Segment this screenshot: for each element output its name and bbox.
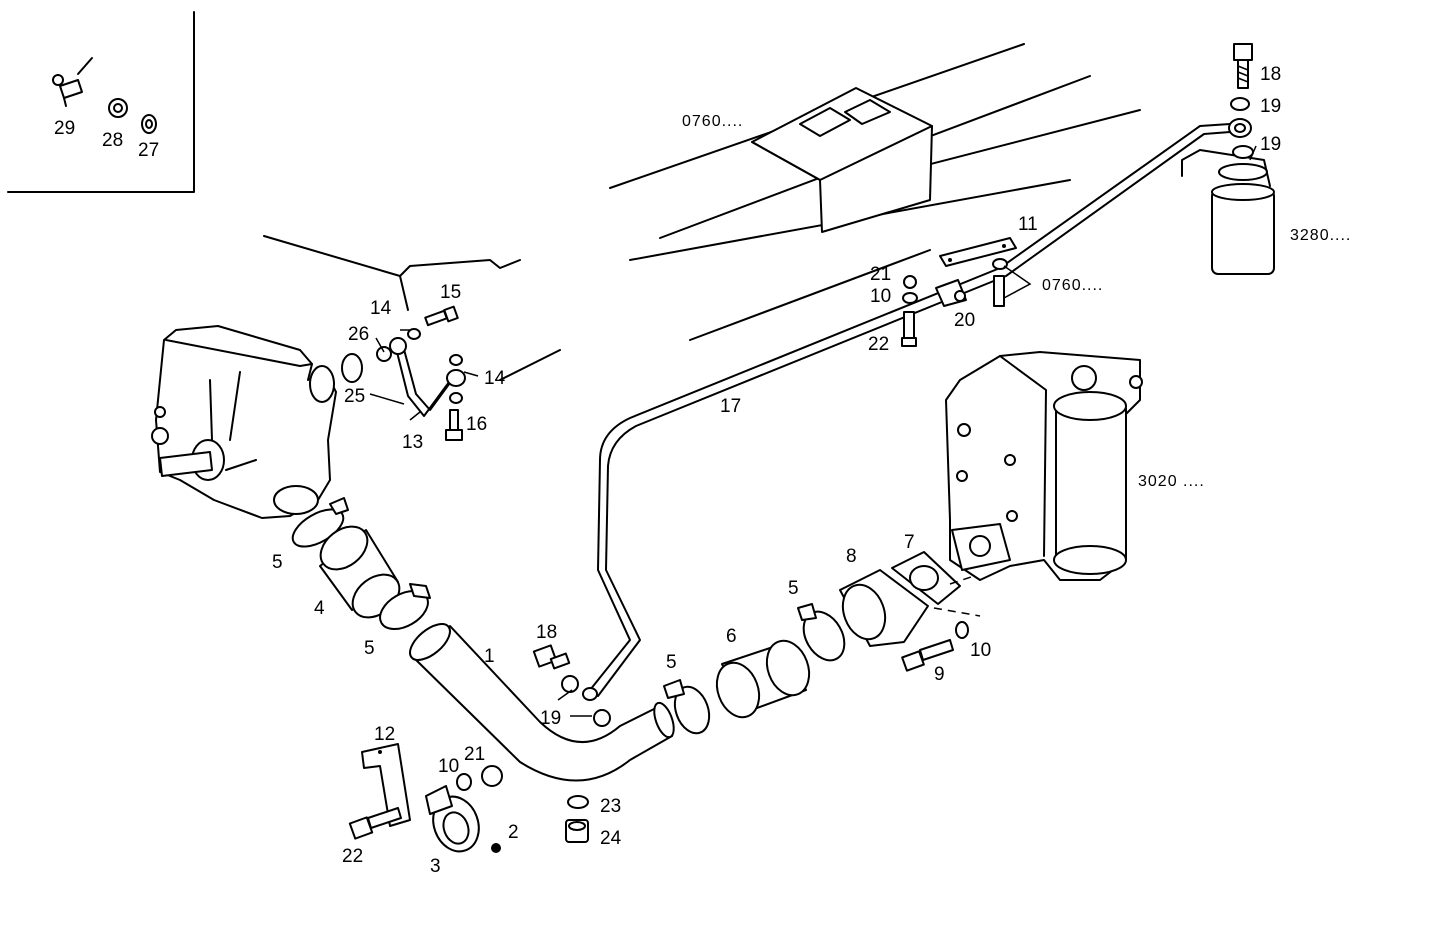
pipe-clip-part [939, 237, 1017, 267]
bolt-0760-part [992, 258, 1008, 307]
callout-3: 3 [430, 856, 441, 877]
hose-clamp-5d-part [797, 603, 846, 662]
callout-13: 13 [402, 432, 423, 453]
callout-28: 28 [102, 130, 123, 151]
hose-clamp-5b-part [379, 583, 431, 630]
callout-19-top: 19 [1260, 96, 1281, 117]
washer-10c-part [456, 773, 472, 791]
callout-24: 24 [600, 828, 622, 849]
assembly-line-b [933, 607, 981, 617]
callout-14-right: 14 [484, 368, 506, 389]
callout-22-bottom: 22 [342, 846, 363, 867]
callout-18-top: 18 [1260, 64, 1281, 85]
bolt-22-part [901, 311, 917, 347]
callout-10-top: 10 [870, 286, 891, 307]
bracket-12-part [361, 743, 411, 827]
inset-nut-part [108, 98, 128, 118]
clip-bracket-part [935, 279, 967, 307]
hose-6-part [715, 639, 811, 719]
callout-labels: 29 28 27 18 19 19 11 21 10 20 22 15 14 2… [54, 64, 1281, 877]
inset-frame [7, 11, 195, 193]
leader-0760b [1003, 265, 1032, 299]
oil-pipe-part [395, 341, 459, 417]
cover-plate-part [751, 87, 933, 233]
washer-part [1230, 97, 1250, 111]
hose-clamp-5c-part [663, 679, 711, 735]
callout-22-top: 22 [868, 334, 889, 355]
hose-clamp-5a-part [291, 497, 349, 548]
washer-10-part [902, 292, 918, 304]
washer-23-part [567, 795, 589, 809]
reference-3280: 3280.... [1290, 227, 1351, 244]
callout-9: 9 [934, 664, 945, 685]
fuel-pipe-part [582, 123, 1231, 701]
callout-5-c: 5 [666, 652, 677, 673]
callout-17: 17 [720, 396, 741, 417]
callout-21-top: 21 [870, 264, 891, 285]
banjo-bolt-15-part [424, 305, 459, 327]
callout-1: 1 [484, 646, 495, 667]
callout-18-low: 18 [536, 622, 557, 643]
flange-8-part [839, 569, 929, 647]
callout-26: 26 [348, 324, 369, 345]
washer-10b-part [955, 621, 969, 639]
callout-10-low: 10 [970, 640, 991, 661]
nut-21b-part [481, 765, 503, 787]
gasket-7-part [891, 551, 961, 605]
callout-19-mid: 19 [1260, 134, 1281, 155]
assembly-line-a [949, 573, 981, 585]
washer-19b-part [561, 675, 579, 693]
water-pipe-part [409, 623, 675, 782]
reference-labels: 0760.... 0760.... 3280.... 3020 .... [682, 113, 1351, 490]
banjo-bolt-part [1233, 43, 1253, 89]
plug-24-part [565, 819, 589, 843]
nut-19c-part [593, 709, 611, 727]
pipe-clamp-3-part [425, 785, 480, 853]
bolt-16-part [445, 409, 463, 441]
reference-0760-right: 0760.... [1042, 277, 1103, 294]
callout-27: 27 [138, 140, 159, 161]
callout-23: 23 [600, 796, 621, 817]
callout-19-low: 19 [540, 708, 561, 729]
bolt-22b-part [348, 807, 402, 840]
washer-14a-part [407, 328, 421, 340]
callout-29: 29 [54, 118, 75, 139]
washer-14b-part [446, 354, 466, 404]
nut-21-part [903, 275, 917, 289]
callout-15: 15 [440, 282, 461, 303]
reference-3020: 3020 .... [1138, 473, 1205, 490]
water-pump-housing-part [151, 325, 337, 519]
hose-4-part [319, 525, 401, 619]
bolt-9-part [901, 639, 954, 672]
reference-0760-top: 0760.... [682, 113, 743, 130]
callout-12: 12 [374, 724, 395, 745]
callout-2: 2 [508, 822, 519, 843]
bolt-18b-part [532, 644, 571, 670]
callout-5-a: 5 [272, 552, 283, 573]
banjo-fitting-part [1228, 118, 1252, 138]
callout-8: 8 [846, 546, 857, 567]
inset-washer-part [141, 114, 157, 134]
leader-lines [369, 145, 1257, 717]
nut-2-part [491, 843, 501, 853]
engine-outline [263, 43, 1141, 381]
callout-20: 20 [954, 310, 975, 331]
fuel-filter-part [1181, 145, 1275, 275]
callout-10-bottom: 10 [438, 756, 459, 777]
drain-tap-part [52, 57, 93, 107]
callout-6: 6 [726, 626, 737, 647]
callout-16: 16 [466, 414, 487, 435]
oil-cooler-part [945, 351, 1143, 581]
callout-4: 4 [314, 598, 325, 619]
callout-25: 25 [344, 386, 365, 407]
callout-11: 11 [1018, 214, 1038, 235]
callout-5-b: 5 [364, 638, 375, 659]
callout-21-bottom: 21 [464, 744, 485, 765]
banjo-26-part [341, 337, 407, 383]
callout-7: 7 [904, 532, 915, 553]
callout-5-d: 5 [788, 578, 799, 599]
callout-14-top: 14 [370, 298, 392, 319]
